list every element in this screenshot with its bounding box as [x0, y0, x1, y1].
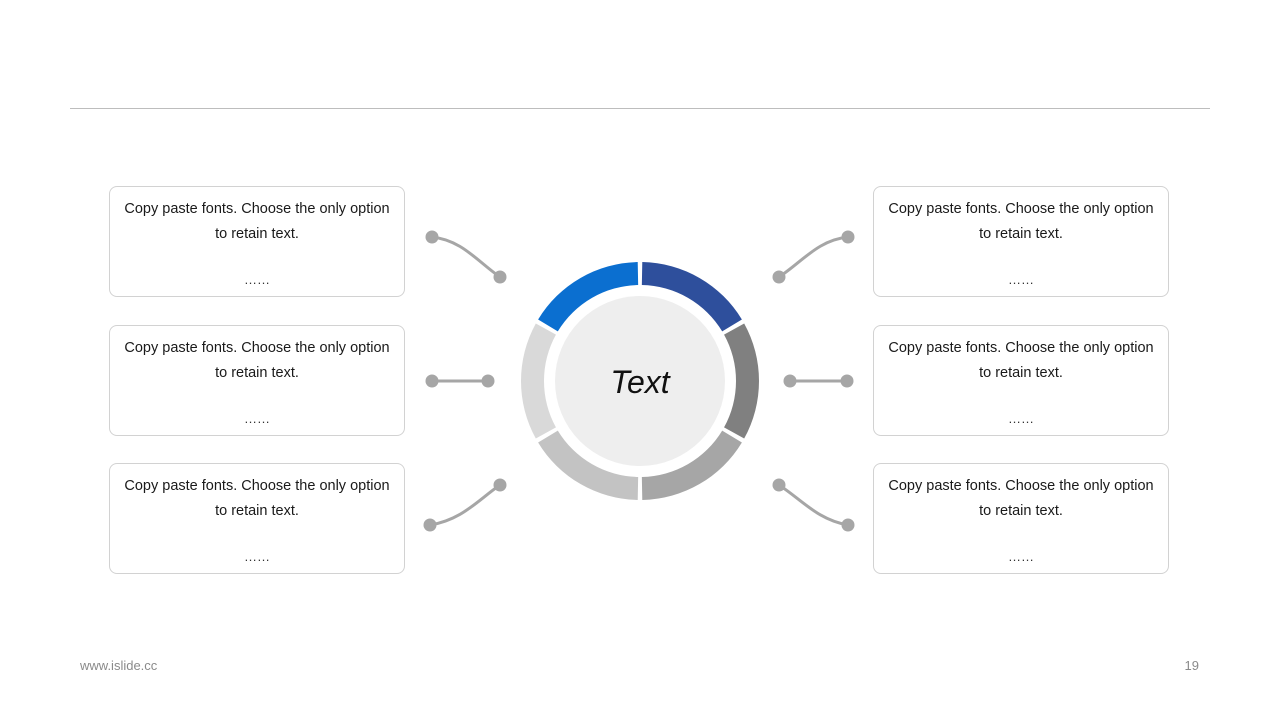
ring-segment-6 [538, 262, 639, 332]
card-text: Copy paste fonts. Choose the only option… [124, 201, 390, 242]
connector-dot [425, 230, 439, 244]
connector-dot [772, 478, 786, 492]
connector-dot [783, 374, 797, 388]
text-card-right-2: Copy paste fonts. Choose the only option… [873, 325, 1169, 436]
header-divider [70, 108, 1210, 109]
ring-segment-1 [641, 262, 742, 332]
connector-dot [493, 270, 507, 284]
connector-dot [841, 518, 855, 532]
card-ellipsis: …… [1008, 272, 1034, 287]
connector-dot [840, 374, 854, 388]
card-ellipsis: …… [1008, 549, 1034, 564]
connectors [429, 235, 849, 527]
connector-left-3 [429, 483, 501, 527]
connector-dot [425, 374, 439, 388]
connector-right-3 [778, 483, 849, 527]
page-number: 19 [1184, 658, 1199, 673]
connector-dot [423, 518, 437, 532]
text-card-left-2: Copy paste fonts. Choose the only option… [109, 325, 405, 436]
connector-dot [493, 478, 507, 492]
text-card-right-1: Copy paste fonts. Choose the only option… [873, 186, 1169, 297]
card-ellipsis: …… [244, 549, 270, 564]
connector-dots [423, 230, 855, 532]
ring-segment-4 [538, 430, 639, 500]
hub-inner-circle [555, 296, 725, 466]
ring-segment-5 [521, 323, 556, 439]
connector-dot [841, 230, 855, 244]
text-card-left-1: Copy paste fonts. Choose the only option… [109, 186, 405, 297]
connector-right-1 [778, 235, 849, 279]
text-card-left-3: Copy paste fonts. Choose the only option… [109, 463, 405, 574]
ring-segment-3 [641, 430, 742, 500]
text-card-right-3: Copy paste fonts. Choose the only option… [873, 463, 1169, 574]
ring-segment-2 [724, 323, 760, 439]
connector-left-1 [431, 235, 501, 279]
card-text: Copy paste fonts. Choose the only option… [888, 340, 1154, 381]
connector-dot [481, 374, 495, 388]
card-text: Copy paste fonts. Choose the only option… [888, 478, 1154, 519]
card-text: Copy paste fonts. Choose the only option… [888, 201, 1154, 242]
card-text: Copy paste fonts. Choose the only option… [124, 340, 390, 381]
card-ellipsis: …… [244, 272, 270, 287]
card-ellipsis: …… [244, 411, 270, 426]
footer-url: www.islide.cc [80, 658, 158, 673]
card-ellipsis: …… [1008, 411, 1034, 426]
connector-dot [772, 270, 786, 284]
hub-label: Text [610, 364, 670, 400]
card-text: Copy paste fonts. Choose the only option… [124, 478, 390, 519]
ring-segments [521, 262, 760, 500]
